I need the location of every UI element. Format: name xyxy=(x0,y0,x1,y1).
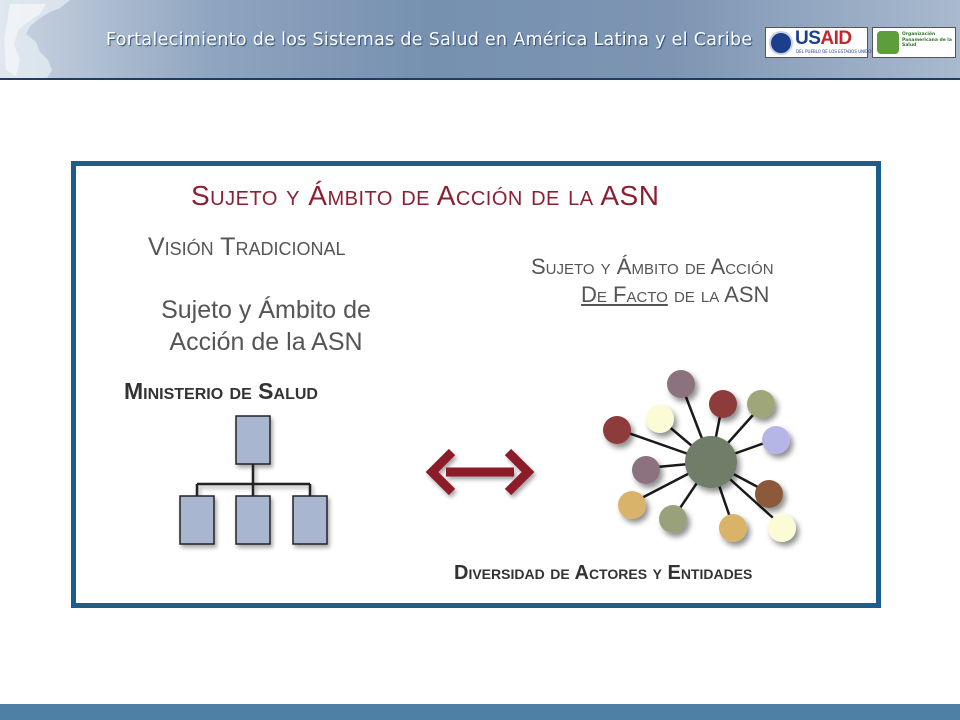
actor-node xyxy=(603,416,631,444)
traditional-vision-heading: Visión Tradicional xyxy=(148,233,346,261)
actor-node xyxy=(709,390,737,418)
network-hub-icon xyxy=(603,370,796,542)
bottom-band xyxy=(0,704,960,720)
de-facto-text: De Facto xyxy=(581,282,668,307)
actor-node xyxy=(632,456,660,484)
content-panel: Sujeto y Ámbito de Acción de la ASN Visi… xyxy=(71,161,881,608)
usaid-seal-icon xyxy=(769,31,793,55)
panel-title: Sujeto y Ámbito de Acción de la ASN xyxy=(191,180,660,211)
left-subtitle: Sujeto y Ámbito de Acción de la ASN xyxy=(126,294,406,358)
actor-node xyxy=(755,480,783,508)
header-banner: Fortalecimiento de los Sistemas de Salud… xyxy=(0,0,960,80)
org-box-left xyxy=(179,495,215,545)
paho-logo: Organización Panamericana de la Salud xyxy=(872,27,956,58)
right-heading-line1: Sujeto y Ámbito de Acción xyxy=(531,254,774,279)
actor-node xyxy=(768,514,796,542)
diversity-label: Diversidad de Actores y Entidades xyxy=(454,562,753,584)
org-box-center xyxy=(235,495,271,545)
right-heading-rest: de la ASN xyxy=(667,282,770,307)
usaid-subtitle: DEL PUEBLO DE LOS ESTADOS UNIDOS DE AMÉR… xyxy=(796,49,901,54)
org-box-right xyxy=(292,495,328,545)
actor-node xyxy=(762,426,790,454)
paho-emblem-icon xyxy=(877,31,899,54)
americas-map-icon xyxy=(0,0,70,78)
actor-node xyxy=(659,505,687,533)
ministry-label: Ministerio de Salud xyxy=(124,378,318,404)
usaid-wordmark: USAID xyxy=(795,28,852,49)
paho-name: Organización Panamericana de la Salud xyxy=(902,32,952,48)
hub-node xyxy=(685,436,737,488)
banner-title: Fortalecimiento de los Sistemas de Salud… xyxy=(106,30,753,50)
usaid-logo: USAID DEL PUEBLO DE LOS ESTADOS UNIDOS D… xyxy=(765,27,900,58)
org-box-top xyxy=(235,415,271,465)
actor-node xyxy=(667,370,695,398)
actor-node xyxy=(719,514,747,542)
left-subtitle-line2: Acción de la ASN xyxy=(169,328,363,356)
actor-node xyxy=(747,390,775,418)
actor-node xyxy=(618,491,646,519)
right-heading-line2: De Facto de la ASN xyxy=(581,282,769,308)
double-arrow-icon xyxy=(425,448,535,496)
left-subtitle-line1: Sujeto y Ámbito de xyxy=(161,296,371,324)
actor-node xyxy=(646,405,674,433)
org-chart-icon xyxy=(179,415,328,545)
